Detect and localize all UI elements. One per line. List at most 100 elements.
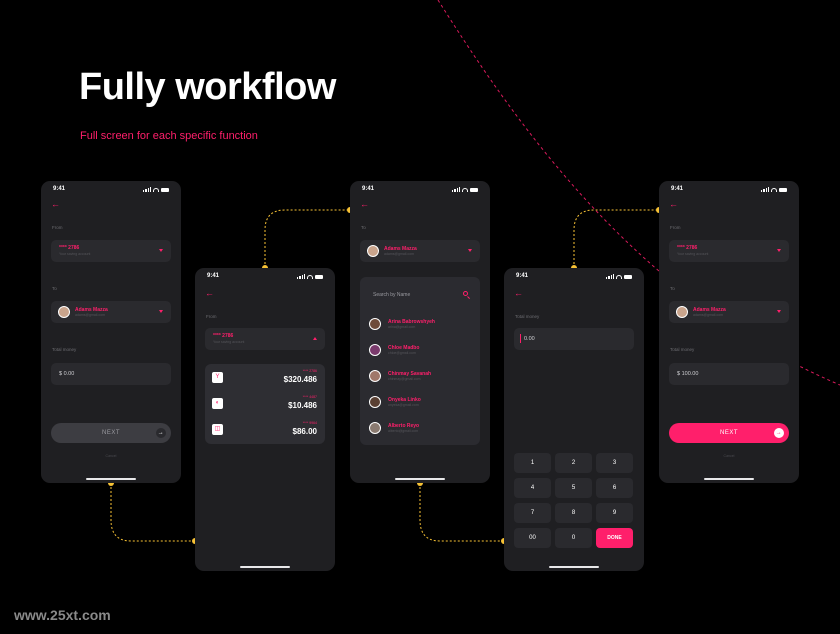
recipient-name: Adams Mazza [75,307,108,313]
signal-icon [452,187,460,192]
chevron-up-icon [313,337,317,340]
battery-icon [470,188,478,192]
home-indicator [395,478,445,480]
key-4[interactable]: 4 [514,478,551,498]
key-2[interactable]: 2 [555,453,592,473]
arrow-right-icon: → [156,428,166,438]
battery-icon [779,188,787,192]
avatar [369,318,381,330]
contact-item[interactable]: Chloe Madbo chloe@gmail.com [360,337,480,363]
to-recipient-select[interactable]: Adams Mazza adams@gmail.com [669,301,789,323]
back-arrow-icon[interactable]: ← [669,199,678,209]
status-time: 9:41 [362,186,375,192]
total-money-label: Total money [52,347,77,352]
from-account-select[interactable]: **** 2786 Your saving account [669,240,789,262]
total-money-label: Total money [515,314,540,319]
avatar [369,344,381,356]
next-button[interactable]: NEXT → [669,423,789,443]
status-icons [143,187,169,192]
status-time: 9:41 [516,273,529,279]
key-7[interactable]: 7 [514,503,551,523]
back-arrow-icon[interactable]: ← [514,288,523,298]
recipient-name: Adams Mazza [693,307,726,313]
contact-item[interactable]: Onyeka Linko onyeka@gmail.com [360,389,480,415]
avatar [367,245,379,257]
contact-item[interactable]: Alberto Reyo alberto@gmail.com [360,415,480,441]
screen-transfer-empty: 9:41 ← From **** 2786 Your saving accoun… [41,181,181,483]
avatar [58,306,70,318]
back-arrow-icon[interactable]: ← [360,199,369,209]
key-6[interactable]: 6 [596,478,633,498]
to-recipient-select[interactable]: Adams Mazza adams@gmail.com [360,240,480,262]
contact-name: Chloe Madbo [388,345,420,351]
status-bar: 9:41 [671,186,787,196]
key-3[interactable]: 3 [596,453,633,473]
next-button-label: NEXT [101,430,120,436]
cancel-link[interactable]: Cancel [723,454,735,458]
from-account-select[interactable]: **** 2786 Your saving account [205,328,325,350]
watermark: www.25xt.com [14,607,111,623]
avatar [369,396,381,408]
home-indicator [549,566,599,568]
key-5[interactable]: 5 [555,478,592,498]
screen-transfer-filled: 9:41 ← From **** 2786 Your saving accoun… [659,181,799,483]
contact-name: Onyeka Linko [388,397,421,403]
total-money-field[interactable]: $ 0.00 [51,363,171,385]
card-option[interactable]: Y **** 2786 $320.486 [205,365,325,391]
recipient-email: adams@gmail.com [384,252,415,256]
card-number: **** 2786 [302,369,317,373]
from-card-number: **** 2786 [677,245,698,251]
wifi-icon [616,275,622,279]
signal-icon [297,274,305,279]
from-account-select[interactable]: **** 2786 Your saving account [51,240,171,262]
status-time: 9:41 [53,186,66,192]
key-0[interactable]: 0 [555,528,592,548]
next-button[interactable]: NEXT → [51,423,171,443]
status-icons [606,274,632,279]
wifi-icon [462,188,468,192]
cancel-link[interactable]: Cancel [105,454,117,458]
status-icons [761,187,787,192]
contact-item[interactable]: Chinmay Savanah chinmay@gmail.com [360,363,480,389]
total-money-field[interactable]: $ 100.00 [669,363,789,385]
from-label: From [206,314,217,319]
wifi-icon [153,188,159,192]
card-list: Y **** 2786 $320.486 ◐ **** 4487 $10.486… [205,364,325,444]
card-option[interactable]: ◐ **** 4487 $10.486 [205,391,325,417]
battery-icon [161,188,169,192]
status-bar: 9:41 [207,273,323,283]
amount-input[interactable]: 0.00 [514,328,634,350]
signal-icon [143,187,151,192]
from-card-subtitle: Your saving account [213,340,245,344]
avatar [369,370,381,382]
chevron-down-icon [468,249,472,252]
hero-subtitle: Full screen for each specific function [80,130,258,142]
done-button[interactable]: DONE [596,528,633,548]
back-arrow-icon[interactable]: ← [205,288,214,298]
search-input[interactable]: Search by Name [373,292,411,298]
status-bar: 9:41 [516,273,632,283]
contact-name: Alberto Reyo [388,423,420,429]
contact-item[interactable]: Arina Babrowshyeh arina@gmail.com [360,311,480,337]
contact-name: Arina Babrowshyeh [388,319,435,325]
contact-email: chloe@gmail.com [388,351,416,355]
contact-name: Chinmay Savanah [388,371,432,377]
status-time: 9:41 [671,186,684,192]
to-label: To [361,225,366,230]
card-option[interactable]: ◫ **** 9964 $86.00 [205,417,325,443]
key-9[interactable]: 9 [596,503,633,523]
chevron-down-icon [777,310,781,313]
contact-email: onyeka@gmail.com [388,403,419,407]
back-arrow-icon[interactable]: ← [51,199,60,209]
status-icons [452,187,478,192]
home-indicator [240,566,290,568]
key-1[interactable]: 1 [514,453,551,473]
recipient-name: Adams Mazza [384,246,417,252]
battery-icon [624,275,632,279]
search-icon[interactable] [463,291,468,296]
key-8[interactable]: 8 [555,503,592,523]
card-balance: $10.486 [288,401,317,410]
to-recipient-select[interactable]: Adams Mazza adams@gmail.com [51,301,171,323]
key-00[interactable]: 00 [514,528,551,548]
arrow-right-icon: → [774,428,784,438]
